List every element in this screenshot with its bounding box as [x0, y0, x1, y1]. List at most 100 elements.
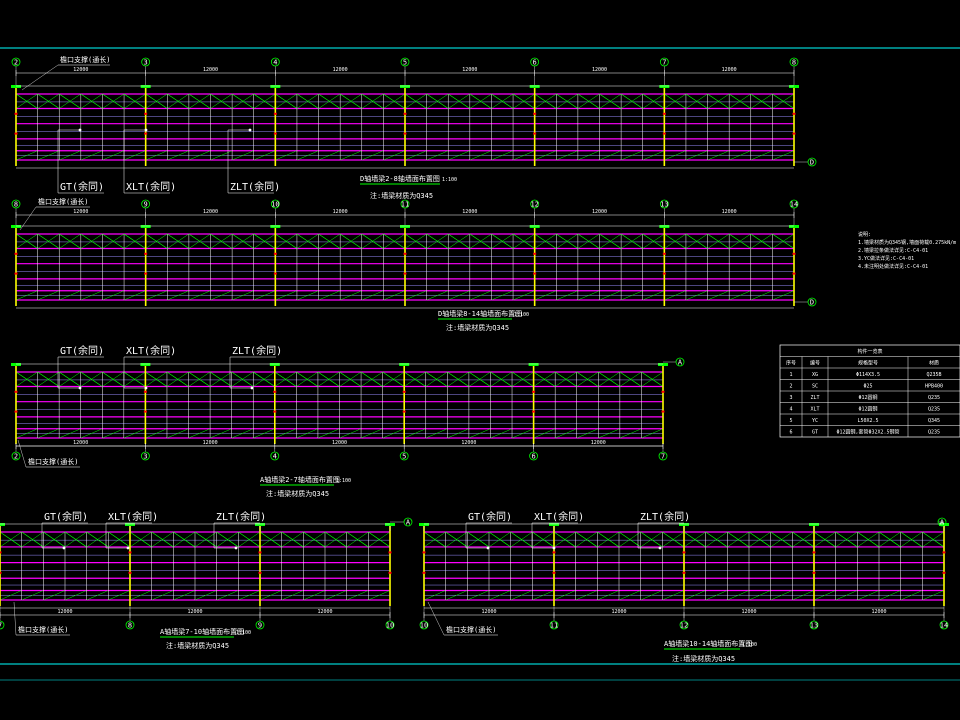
- diagonal-brace: [532, 531, 555, 548]
- diagonal-brace: [0, 590, 22, 601]
- axis-mark: [533, 112, 537, 115]
- gt-leader-dot: [78, 386, 82, 390]
- gt-leader-dot: [486, 546, 490, 550]
- diagonal-brace: [620, 93, 643, 109]
- grid-bubble-label: 2: [14, 452, 18, 460]
- diagonal-brace: [878, 590, 901, 601]
- table-cell: YC: [812, 418, 818, 424]
- diagonal-brace: [512, 233, 535, 249]
- diagonal-brace: [253, 371, 275, 387]
- diagonal-brace: [900, 590, 923, 601]
- axis-mark: [14, 252, 18, 255]
- grid-bubble-circle: [141, 57, 151, 67]
- diagonal-brace: [259, 590, 282, 601]
- member-tag: [419, 523, 429, 526]
- leader-line: [13, 601, 17, 636]
- diagonal-brace: [296, 150, 319, 161]
- grid-bubble-circle: [400, 57, 410, 67]
- diagonal-brace: [275, 290, 298, 301]
- diagonal-brace: [404, 233, 427, 249]
- diagonal-brace: [642, 93, 665, 109]
- table-cell: Φ25: [863, 384, 872, 390]
- gt-callout-label: GT(余同): [44, 510, 88, 523]
- grid-bubble-label: 8: [792, 58, 796, 66]
- grid-bubble-label: 7: [662, 58, 666, 66]
- grid-bubble-circle: [549, 620, 559, 630]
- zlt-leader-dot: [234, 546, 238, 550]
- diagonal-brace: [772, 290, 795, 301]
- axis-mark: [273, 410, 277, 413]
- row-bubble-circle: [807, 297, 817, 307]
- eave-brace-label: 檐口支撑(通长): [60, 55, 110, 64]
- diagonal-brace: [469, 290, 492, 301]
- diagonal-brace: [145, 371, 168, 387]
- axis-mark: [273, 272, 277, 275]
- diagonal-brace: [194, 531, 217, 548]
- diagonal-brace: [448, 150, 470, 161]
- diagonal-brace: [210, 290, 233, 301]
- bay-dimension-label: 12000: [203, 209, 218, 215]
- table-cell: 5: [789, 418, 792, 424]
- member-tag: [270, 225, 281, 228]
- diagonal-brace: [772, 93, 795, 109]
- axis-mark: [533, 132, 537, 135]
- diagonal-brace: [340, 150, 362, 161]
- diagonal-brace: [619, 428, 642, 439]
- zlt-leader-dot: [658, 546, 662, 550]
- member-tag: [385, 523, 395, 526]
- notes-line-1: 1.墙梁材质为Q345钢,墙面荷载0.275kN/m: [858, 239, 956, 246]
- axis-mark: [0, 571, 2, 574]
- diagonal-brace: [59, 150, 81, 161]
- axis-mark: [402, 410, 406, 413]
- plan-4-note: 注:墙梁材质为Q345: [166, 641, 229, 650]
- diagonal-brace: [340, 93, 362, 109]
- diagonal-brace: [577, 233, 600, 249]
- diagonal-brace: [281, 531, 304, 548]
- diagonal-brace: [729, 93, 751, 109]
- bay-dimension-label: 12000: [73, 440, 88, 446]
- table-cell: Q235B: [926, 372, 941, 378]
- table-cell: 3: [789, 395, 792, 401]
- diagonal-brace: [534, 233, 557, 249]
- member-tag: [11, 85, 21, 88]
- bay-dimension-label: 12000: [57, 609, 72, 615]
- table-header-cell: 材质: [929, 360, 939, 367]
- grid-bubble-label: 3: [144, 58, 148, 66]
- grid-bubble-circle: [11, 199, 21, 209]
- diagonal-brace: [21, 531, 44, 548]
- member-tag: [529, 225, 540, 228]
- member-tag: [399, 363, 410, 366]
- diagonal-brace: [404, 93, 427, 109]
- xlt-leader-dot: [144, 128, 148, 132]
- row-bubble-label: A: [940, 518, 945, 526]
- diagonal-brace: [664, 233, 687, 249]
- axis-mark: [552, 551, 556, 554]
- axis-mark: [533, 272, 537, 275]
- table-cell: GT: [812, 430, 818, 436]
- diagonal-brace: [80, 233, 103, 249]
- gt-leader-dot: [62, 546, 66, 550]
- diagonal-brace: [216, 531, 239, 548]
- axis-mark: [552, 571, 556, 574]
- table-cell: ZLT: [810, 395, 819, 401]
- diagonal-brace: [878, 531, 901, 548]
- diagonal-brace: [642, 233, 665, 249]
- grid-bubble-circle: [125, 620, 135, 630]
- bay-dimension-label: 12000: [611, 609, 626, 615]
- bay-dimension-label: 12000: [317, 609, 332, 615]
- grid-bubble-label: 4: [273, 58, 277, 66]
- table-cell: Q235: [928, 430, 940, 436]
- diagonal-brace: [102, 93, 125, 109]
- bay-dimension-label: 12000: [333, 209, 348, 215]
- row-bubble-label: A: [678, 358, 683, 366]
- member-tag: [255, 523, 265, 526]
- diagonal-brace: [238, 531, 261, 548]
- grid-bubble-circle: [11, 451, 21, 461]
- table-cell: Φ12圆钢: [858, 406, 877, 413]
- diagonal-brace: [533, 428, 556, 439]
- grid-bubble-label: 10: [271, 200, 279, 208]
- member-tag: [140, 85, 151, 88]
- member-tag: [809, 523, 819, 526]
- grid-bubble-label: 5: [403, 58, 407, 66]
- diagonal-brace: [750, 93, 773, 109]
